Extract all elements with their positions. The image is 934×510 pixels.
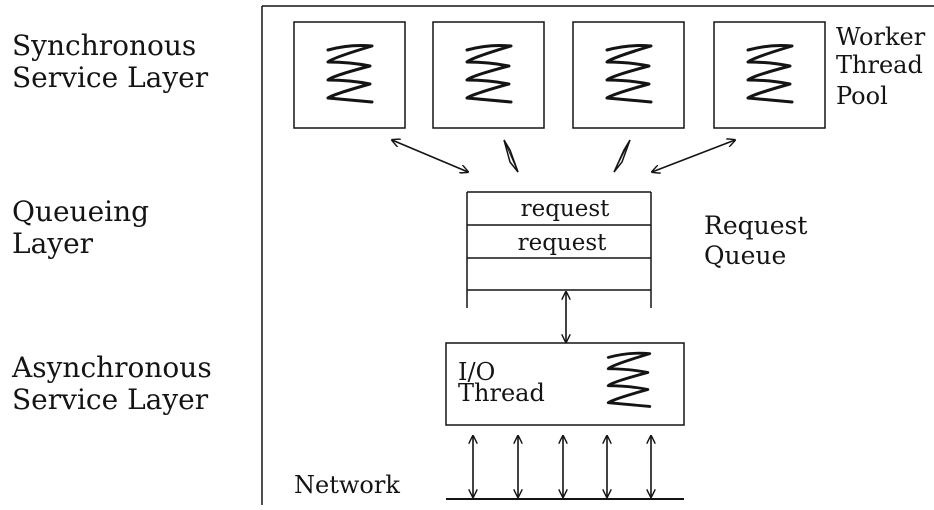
worker-thread-2 bbox=[432, 21, 545, 129]
network-label: Network bbox=[294, 471, 400, 499]
diamond-arrow-icon bbox=[503, 139, 519, 173]
queue-item-1: request bbox=[521, 196, 611, 222]
request-queue-label-line1: Request bbox=[704, 211, 807, 240]
worker-pool-label-line2: Thread bbox=[836, 51, 923, 79]
worker-thread-1 bbox=[293, 21, 406, 129]
request-queue bbox=[466, 191, 652, 308]
worker-pool-label-line1: Worker bbox=[836, 23, 926, 51]
worker-thread-3 bbox=[572, 21, 685, 129]
request-queue-label-line2: Queue bbox=[704, 241, 786, 270]
network-arrows bbox=[473, 436, 651, 497]
io-thread-label-line1: I/O bbox=[458, 358, 495, 386]
queue-item-2: request bbox=[518, 230, 608, 256]
double-arrow-icon bbox=[652, 140, 735, 172]
worker-thread-4 bbox=[713, 21, 826, 129]
layer-label-sync: Synchronous Service Layer bbox=[12, 29, 209, 94]
worker-pool-label-line3: Pool bbox=[836, 82, 888, 110]
layer-label-queueing: Queueing Layer bbox=[12, 195, 150, 260]
double-arrow-icon bbox=[392, 140, 468, 172]
diamond-arrow-icon bbox=[613, 139, 631, 173]
io-thread-label-line2: Thread bbox=[458, 379, 545, 407]
layer-label-async: Asynchronous Service Layer bbox=[12, 351, 212, 416]
